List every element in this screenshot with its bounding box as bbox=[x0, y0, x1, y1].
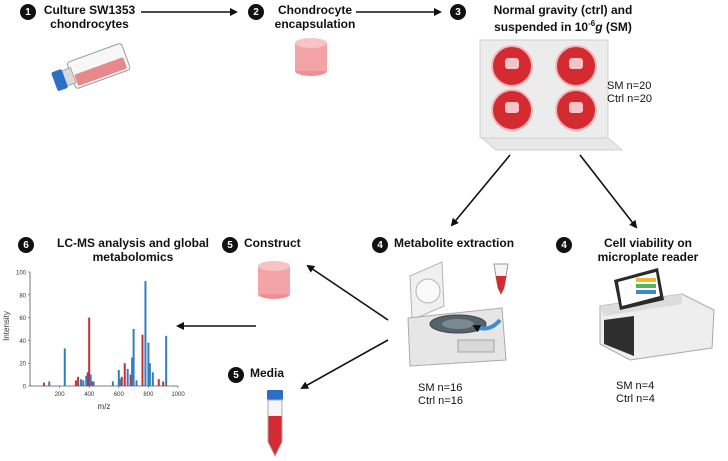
step-4-cell-viability: 4 Cell viability on microplate reader bbox=[556, 236, 718, 264]
spectrum-peak bbox=[77, 376, 80, 386]
step-title: Media bbox=[250, 366, 285, 380]
title-line-2-pre: suspended in 10 bbox=[494, 20, 589, 34]
sm-count: SM n=4 bbox=[616, 380, 655, 392]
arrow-3-to-viability bbox=[579, 154, 638, 229]
step-badge: 5 bbox=[228, 367, 244, 383]
x-axis-label: m/z bbox=[98, 402, 111, 411]
step-badge: 4 bbox=[556, 237, 572, 253]
y-tick-label: 60 bbox=[19, 316, 26, 322]
step-5-media: 5 Media bbox=[228, 366, 284, 383]
spectrum-peak bbox=[80, 379, 83, 386]
spectrum-peak bbox=[148, 363, 151, 386]
spectrum-peak bbox=[92, 381, 95, 386]
spectrum-peak bbox=[162, 381, 165, 386]
ms-spectrum-chart: 0 20 40 60 80 100 200 400 600 800 1000 m/z Intensi… bbox=[2, 271, 185, 412]
spectrum-peak bbox=[132, 329, 135, 386]
step-badge: 6 bbox=[18, 237, 34, 253]
chart-axes: 0 20 40 60 80 100 200 400 600 800 1000 bbox=[16, 271, 185, 399]
spectrum-peak bbox=[157, 379, 160, 386]
chart-bars bbox=[43, 281, 168, 386]
spectrum-peak bbox=[141, 334, 144, 386]
step-3-counts: SM n=20 Ctrl n=20 bbox=[607, 80, 652, 106]
spectrum-peak bbox=[165, 335, 168, 386]
culture-plate-icon bbox=[479, 39, 624, 151]
extraction-counts: SM n=16 Ctrl n=16 bbox=[418, 382, 463, 408]
step-title: LC-MS analysis and global metabolomics bbox=[56, 236, 210, 264]
x-tick-label: 400 bbox=[84, 392, 95, 398]
sm-count: SM n=20 bbox=[607, 80, 652, 92]
spectrum-peak bbox=[43, 382, 46, 386]
step-badge: 5 bbox=[222, 237, 238, 253]
spectrum-peak bbox=[144, 281, 147, 386]
spectrum-peak bbox=[147, 342, 150, 386]
step-2-encapsulation: 2 Chondrocyte encapsulation bbox=[248, 3, 360, 31]
spectrum-peak bbox=[119, 379, 122, 386]
step-3-gravity: 3 Normal gravity (ctrl) and suspended in… bbox=[450, 3, 654, 34]
title-exponent: -6 bbox=[588, 19, 596, 28]
spectrum-peak bbox=[63, 348, 66, 386]
well-plate-dishes bbox=[491, 45, 597, 131]
hydrogel-construct-icon bbox=[295, 38, 327, 76]
spectrum-peak bbox=[151, 372, 154, 386]
x-tick-label: 600 bbox=[114, 392, 125, 398]
step-title: Chondrocyte encapsulation bbox=[274, 3, 356, 31]
centrifuge-icon bbox=[407, 261, 509, 367]
y-tick-label: 20 bbox=[19, 362, 26, 368]
spectrum-peak bbox=[120, 376, 123, 386]
step-badge: 3 bbox=[450, 4, 466, 20]
step-title: Normal gravity (ctrl) and suspended in 1… bbox=[472, 3, 654, 34]
spectrum-peak bbox=[129, 374, 132, 386]
y-tick-label: 40 bbox=[19, 339, 26, 345]
step-6-lcms: 6 LC-MS analysis and global metabolomics bbox=[18, 236, 226, 264]
arrow-to-construct bbox=[306, 264, 389, 321]
x-tick-label: 1000 bbox=[171, 392, 185, 398]
title-g: g bbox=[595, 20, 603, 34]
spectrum-peak bbox=[117, 370, 120, 386]
step-5-construct: 5 Construct bbox=[222, 236, 301, 253]
ctrl-count: Ctrl n=20 bbox=[607, 93, 652, 105]
step-title: Culture SW1353 chondrocytes bbox=[43, 3, 136, 31]
microplate-reader-icon bbox=[599, 268, 715, 361]
construct-icon bbox=[258, 261, 290, 299]
step-badge: 2 bbox=[248, 4, 264, 20]
step-title: Construct bbox=[244, 236, 301, 250]
step-badge: 1 bbox=[20, 4, 36, 20]
spectrum-peak bbox=[126, 368, 129, 386]
culture-flask-icon bbox=[51, 43, 131, 91]
spectrum-peak bbox=[82, 380, 85, 386]
ctrl-count: Ctrl n=4 bbox=[616, 393, 655, 405]
arrow-3-to-extraction bbox=[450, 154, 511, 227]
spectrum-peak bbox=[91, 381, 94, 386]
spectrum-peak bbox=[88, 317, 91, 386]
sm-count: SM n=16 bbox=[418, 382, 463, 394]
spectrum-peak bbox=[48, 381, 51, 386]
spectrum-peak bbox=[131, 357, 134, 386]
ctrl-count: Ctrl n=16 bbox=[418, 395, 463, 407]
spectrum-peak bbox=[135, 380, 138, 386]
x-tick-label: 800 bbox=[143, 392, 154, 398]
step-1-culture: 1 Culture SW1353 chondrocytes bbox=[20, 3, 137, 31]
step-badge: 4 bbox=[372, 237, 388, 253]
x-tick-label: 200 bbox=[55, 392, 66, 398]
step-4-metabolite-extraction: 4 Metabolite extraction bbox=[372, 236, 514, 253]
y-tick-label: 0 bbox=[23, 385, 27, 391]
arrow-to-media bbox=[300, 339, 389, 389]
y-axis-label: Intensity bbox=[2, 311, 11, 341]
spectrum-peak bbox=[85, 375, 88, 386]
title-line-1: Normal gravity (ctrl) and bbox=[493, 3, 633, 17]
y-tick-label: 80 bbox=[19, 293, 26, 299]
spectrum-peak bbox=[89, 374, 92, 386]
spectrum-peak bbox=[86, 372, 89, 386]
y-tick-label: 100 bbox=[16, 271, 27, 277]
spectrum-peak bbox=[74, 380, 77, 386]
title-line-2-post: (SM) bbox=[602, 20, 632, 34]
step-title: Metabolite extraction bbox=[394, 236, 515, 250]
viability-counts: SM n=4 Ctrl n=4 bbox=[616, 380, 655, 406]
spectrum-peak bbox=[123, 363, 126, 386]
step-title: Cell viability on microplate reader bbox=[597, 236, 699, 264]
media-tube-icon bbox=[267, 390, 283, 458]
spectrum-peak bbox=[111, 381, 114, 386]
